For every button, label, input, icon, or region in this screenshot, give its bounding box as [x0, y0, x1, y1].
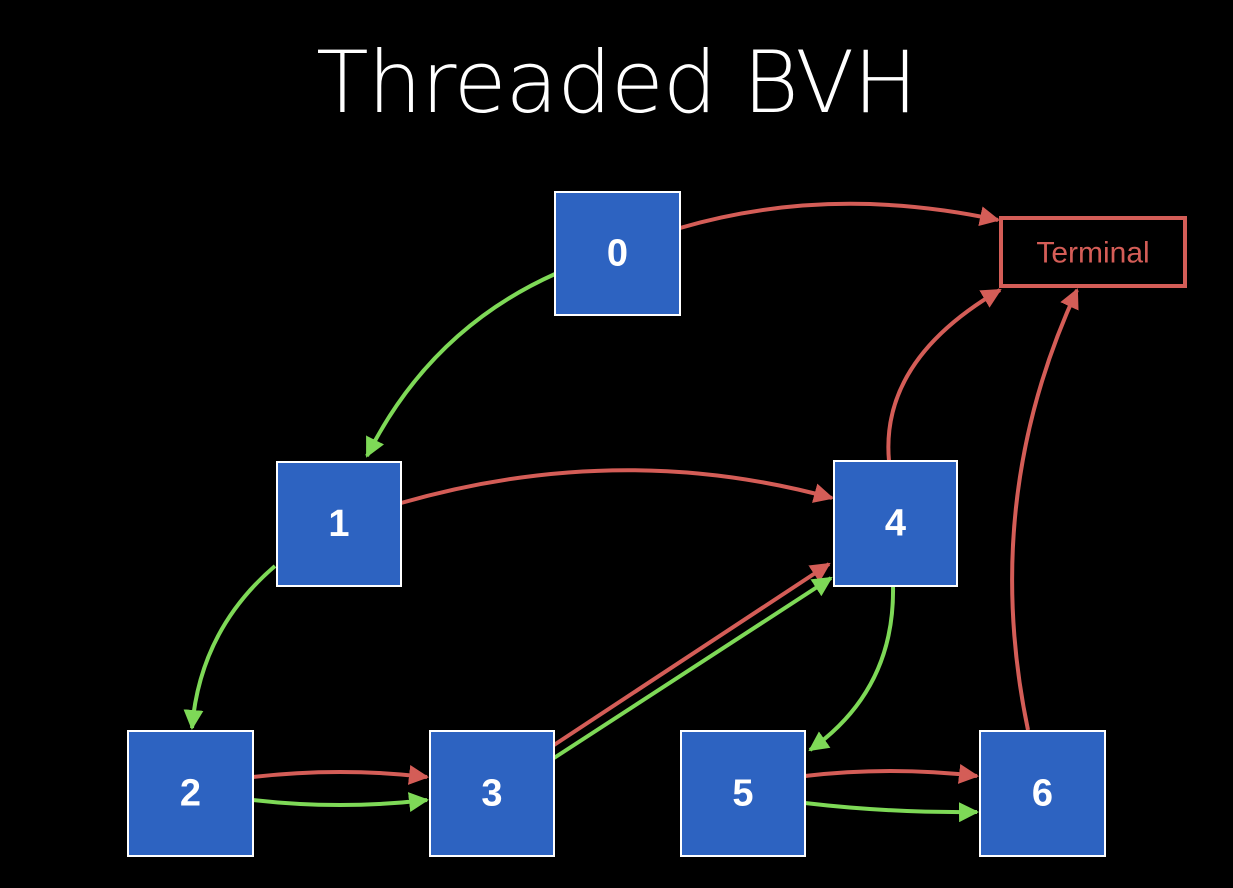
- node-2: 2: [127, 730, 254, 857]
- node-4: 4: [833, 460, 958, 587]
- edge-0-to-terminal-miss: [679, 201, 1000, 230]
- edge-3-to-4-miss: [552, 562, 831, 747]
- node-0-label: 0: [607, 233, 628, 275]
- edge-0-to-1-hit: [365, 272, 556, 458]
- terminal-label: Terminal: [1036, 237, 1149, 270]
- node-3-label: 3: [481, 773, 502, 815]
- edge-5-to-6-miss: [804, 764, 979, 784]
- edge-3-to-4-hit: [552, 576, 833, 760]
- node-6: 6: [979, 730, 1106, 857]
- edge-1-to-4-miss: [400, 468, 834, 505]
- edge-6-to-terminal-miss: [1010, 288, 1079, 731]
- edge-5-to-6-hit: [804, 801, 979, 823]
- node-3: 3: [429, 730, 555, 857]
- node-5-label: 5: [732, 773, 753, 815]
- edge-4-to-terminal-miss: [886, 288, 1002, 462]
- terminal-node: Terminal: [999, 216, 1187, 288]
- edge-4-to-5-hit: [808, 585, 896, 752]
- node-1: 1: [276, 461, 402, 587]
- edge-2-to-3-miss: [252, 765, 429, 785]
- slide-title: Threaded BVH: [316, 33, 918, 133]
- edge-2-to-3-hit: [252, 792, 429, 812]
- node-4-label: 4: [885, 503, 906, 545]
- edge-1-to-2-hit: [183, 564, 277, 730]
- node-1-label: 1: [328, 503, 349, 545]
- node-6-label: 6: [1032, 773, 1053, 815]
- nodes: 0 1 2 3 4 5 6 Terminal: [127, 191, 1187, 857]
- node-2-label: 2: [180, 773, 201, 815]
- edges: [183, 201, 1079, 823]
- node-0: 0: [554, 191, 681, 316]
- node-5: 5: [680, 730, 806, 857]
